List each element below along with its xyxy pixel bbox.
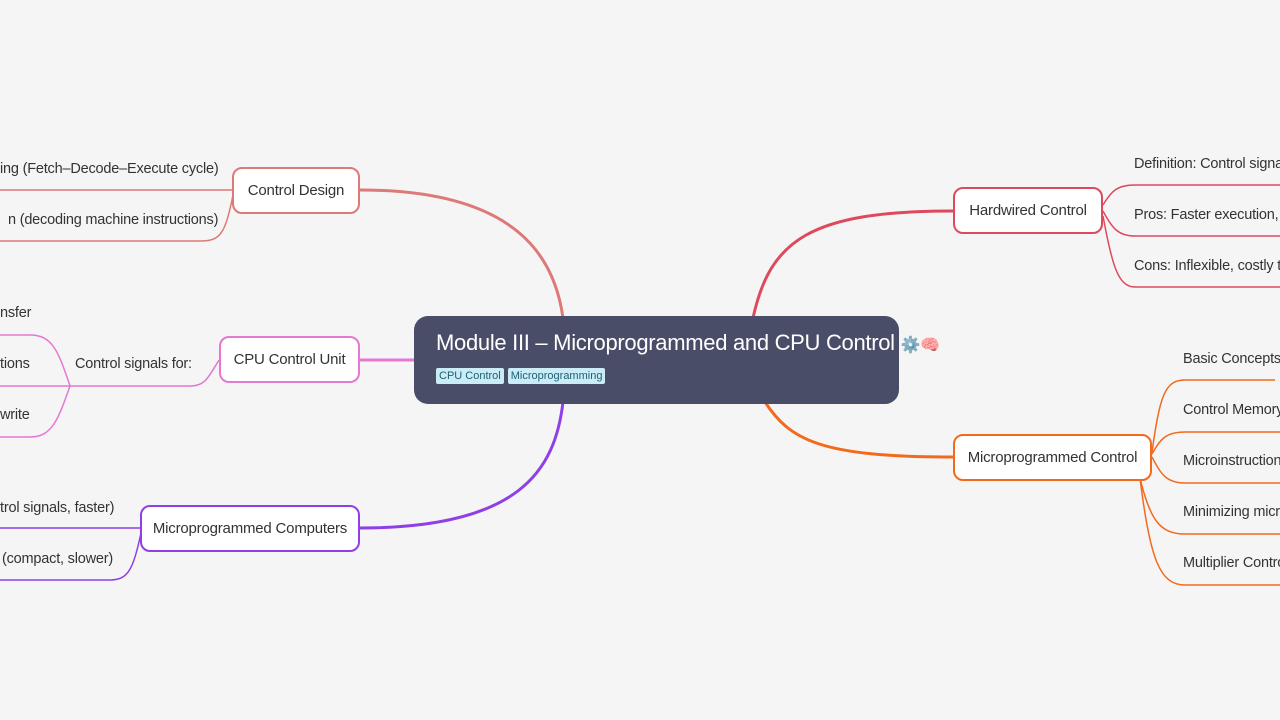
leaf-hardwired-3[interactable]: Cons: Inflexible, costly to xyxy=(1134,258,1280,274)
edge-central-control-design xyxy=(359,188,565,319)
leaf-micro-control-4[interactable]: Minimizing micro xyxy=(1183,504,1280,520)
gear-brain-emoji-icon: ⚙️🧠 xyxy=(900,337,941,354)
edge-micro-control-leaf-3 xyxy=(1151,456,1280,484)
leaf-micro-control-2[interactable]: Control Memory xyxy=(1183,402,1280,418)
tag-cpu-control[interactable]: CPU Control xyxy=(436,368,504,384)
leaf-control-design-2[interactable]: n (decoding machine instructions) xyxy=(8,212,219,228)
leaf-micro-computers-2[interactable]: (compact, slower) xyxy=(2,551,114,567)
leaf-hardwired-1[interactable]: Definition: Control signa xyxy=(1134,156,1280,172)
leaf-hardwired-2[interactable]: Pros: Faster execution, si xyxy=(1134,207,1280,223)
leaf-micro-control-1[interactable]: Basic Concepts xyxy=(1183,351,1280,367)
edge-central-hardwired xyxy=(751,209,954,319)
node-cpu-control-unit[interactable]: CPU Control Unit xyxy=(219,336,360,383)
edge-sublabel-leaf-3 xyxy=(0,385,71,438)
central-title-text: Module III – Microprogrammed and CPU Con… xyxy=(436,330,895,355)
node-microprogrammed-computers[interactable]: Microprogrammed Computers xyxy=(140,505,360,552)
edge-central-micro-computers xyxy=(359,401,565,530)
leaf-control-design-1[interactable]: ing (Fetch–Decode–Execute cycle) xyxy=(0,161,219,177)
edge-hardwired-leaf-3 xyxy=(1102,215,1280,288)
node-hardwired-control[interactable]: Hardwired Control xyxy=(953,187,1103,234)
edge-cpu-unit-sublabel xyxy=(70,359,220,387)
leaf-cpu-control-3[interactable]: write xyxy=(0,407,30,423)
edge-hardwired-leaf-1 xyxy=(1102,184,1280,206)
tag-list: CPU Control Microprogramming xyxy=(436,368,877,384)
edge-hardwired-leaf-2 xyxy=(1102,210,1280,237)
edge-sublabel-leaf-1 xyxy=(0,334,71,387)
leaf-micro-control-5[interactable]: Multiplier Contro xyxy=(1183,555,1280,571)
edge-micro-computers-leaf-2 xyxy=(0,532,142,581)
edge-central-micro-control xyxy=(763,401,954,459)
leaf-micro-control-3[interactable]: Microinstruction xyxy=(1183,453,1280,469)
leaf-cpu-control-1[interactable]: nsfer xyxy=(0,305,32,321)
edge-control-design-leaf-2 xyxy=(0,194,234,242)
node-microprogrammed-control[interactable]: Microprogrammed Control xyxy=(953,434,1152,481)
edge-micro-control-leaf-1 xyxy=(1151,379,1275,453)
leaf-micro-computers-1[interactable]: trol signals, faster) xyxy=(0,500,115,516)
central-topic[interactable]: Module III – Microprogrammed and CPU Con… xyxy=(414,316,940,404)
central-title: Module III – Microprogrammed and CPU Con… xyxy=(436,330,940,356)
leaf-cpu-control-2[interactable]: tions xyxy=(0,356,30,372)
edge-micro-control-leaf-2 xyxy=(1151,431,1280,455)
edge-micro-control-leaf-5 xyxy=(1139,477,1280,586)
edge-micro-control-leaf-4 xyxy=(1139,477,1280,535)
node-control-design[interactable]: Control Design xyxy=(232,167,360,214)
tag-microprogramming[interactable]: Microprogramming xyxy=(507,368,606,384)
cpu-control-sub-label[interactable]: Control signals for: xyxy=(75,356,192,372)
